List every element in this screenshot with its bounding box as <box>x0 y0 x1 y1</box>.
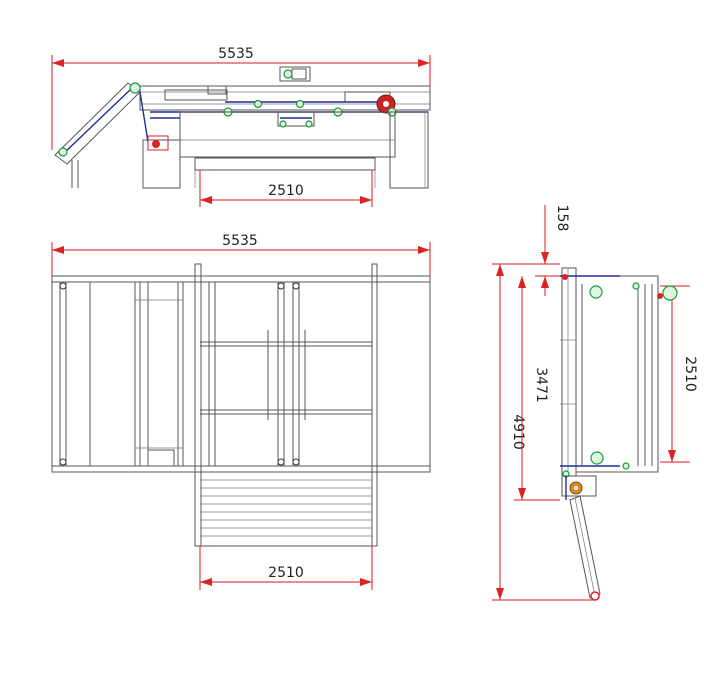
inclined-conveyor <box>54 82 141 165</box>
plan-overall-length-label: 5535 <box>222 233 258 249</box>
end-view-dimensions: 4910 3471 158 2510 <box>492 205 698 601</box>
end-inner-length-label: 3471 <box>533 367 549 403</box>
side-platform-dimension: 2510 <box>199 170 373 207</box>
side-platform-width-label: 2510 <box>268 183 304 199</box>
plan-frame <box>51 263 431 547</box>
drive-motor <box>279 66 311 82</box>
end-inclined-conveyor <box>569 495 601 599</box>
plan-platform-dimension: 2510 <box>199 546 373 590</box>
end-total-length-label: 4910 <box>510 414 526 450</box>
side-view: 5535 <box>51 46 431 207</box>
end-platform-width-label: 2510 <box>682 356 698 392</box>
plan-platform-width-label: 2510 <box>268 565 304 581</box>
side-overall-dimension: 5535 <box>51 46 431 150</box>
side-overall-length-label: 5535 <box>218 46 254 62</box>
end-view: 4910 3471 158 2510 <box>492 205 698 601</box>
end-frame <box>560 267 678 601</box>
side-main-frame <box>54 66 431 189</box>
plan-overall-dimension: 5535 <box>51 233 431 280</box>
plan-view: 5535 <box>51 233 431 590</box>
end-offset-label: 158 <box>554 205 570 232</box>
